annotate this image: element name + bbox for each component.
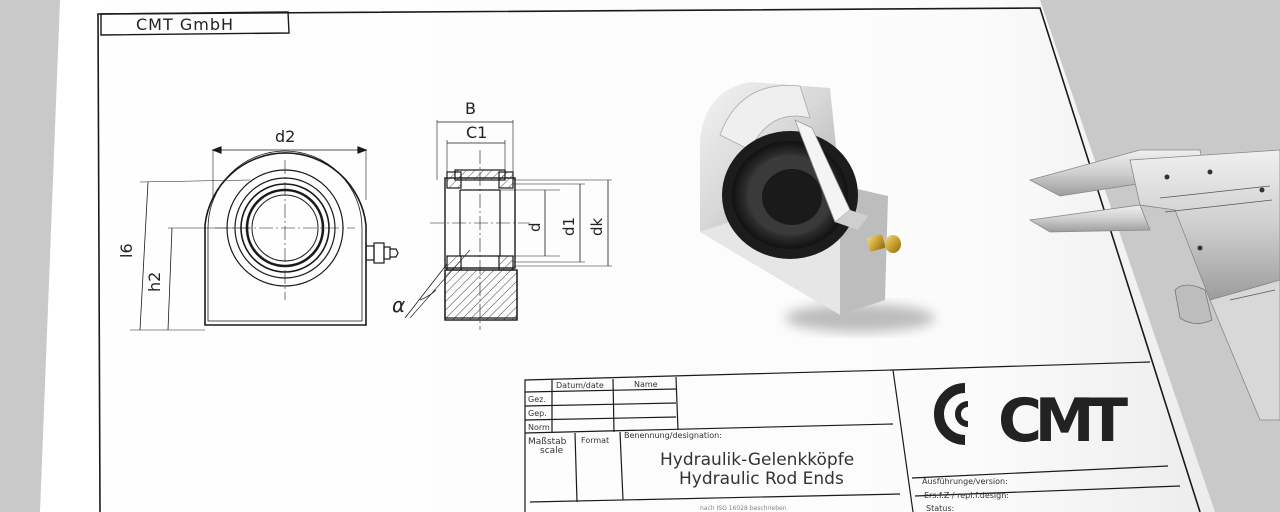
designation-de: Hydraulik-Gelenkköpfe	[660, 450, 854, 470]
dim-label-d1: d1	[560, 217, 578, 236]
header-box: CMT GmbH	[100, 11, 290, 36]
dim-label-dk: dk	[588, 217, 606, 236]
designation-en: Hydraulic Rod Ends	[679, 469, 844, 489]
section-view-drawing	[404, 120, 612, 330]
company-header: CMT GmbH	[136, 15, 234, 34]
drawing-frame	[97, 7, 1201, 512]
label-massstab: Maßstab	[528, 437, 567, 447]
footnote: nach ISO 16028 beschrieben	[700, 505, 787, 512]
label-ausfuehrung: Ausführunge/version:	[922, 477, 1008, 486]
dim-label-B: B	[465, 99, 476, 118]
label-name: Name	[634, 380, 658, 389]
dim-label-alpha: α	[392, 293, 405, 317]
label-gez: Gez.	[528, 395, 546, 404]
caliper-icon	[1028, 149, 1280, 421]
cmt-logo-icon: CMT	[934, 383, 1130, 456]
paper-sheet	[40, 0, 1215, 512]
rod-end-3d-render-icon	[700, 82, 935, 332]
title-block	[524, 361, 1181, 512]
label-benennung: Benennung/designation:	[624, 431, 722, 440]
label-status: Status:	[926, 504, 954, 512]
logo-text: CMT	[998, 386, 1128, 456]
label-norm: Norm	[528, 423, 550, 432]
label-scale: scale	[540, 446, 564, 456]
dim-label-d: d	[526, 222, 544, 232]
dim-label-l6: l6	[117, 243, 136, 258]
label-datum-date: Datum/date	[556, 381, 604, 390]
dim-label-C1: C1	[466, 123, 487, 142]
front-view-drawing	[130, 146, 399, 331]
dim-label-h2: h2	[145, 272, 164, 292]
label-format: Format	[581, 436, 609, 445]
dim-label-d2: d2	[275, 127, 295, 146]
label-ersatz: Ers.f.Z / repl.f.design:	[924, 491, 1009, 500]
label-gep: Gep.	[528, 409, 547, 418]
